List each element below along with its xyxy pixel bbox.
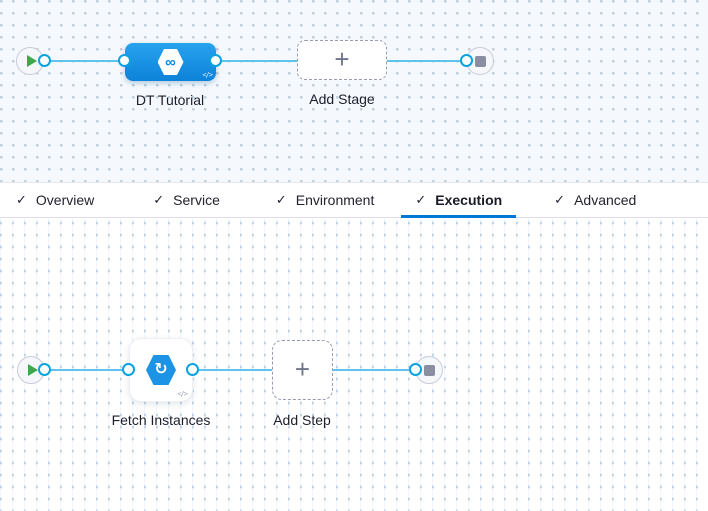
start-port xyxy=(38,363,51,376)
stage-config-tabbar: ✓ Overview ✓ Service ✓ Environment ✓ Exe… xyxy=(0,182,708,218)
step-node-fetch-instances[interactable]: ↻ </> xyxy=(129,338,193,402)
edge-add-to-end xyxy=(333,369,416,371)
add-stage-button[interactable]: + xyxy=(297,40,387,80)
active-tab-indicator xyxy=(401,215,517,218)
play-icon xyxy=(26,55,37,67)
tab-label: Service xyxy=(173,192,220,208)
edge-start-to-step xyxy=(45,369,129,371)
tab-overview[interactable]: ✓ Overview xyxy=(2,183,108,217)
tab-service[interactable]: ✓ Service xyxy=(139,183,234,217)
tab-advanced[interactable]: ✓ Advanced xyxy=(540,183,650,217)
deployment-stage-icon: ∞ xyxy=(157,49,184,75)
stage-in-port[interactable] xyxy=(118,54,131,67)
edge-step-to-add xyxy=(193,369,272,371)
stage-name-label[interactable]: DT Tutorial xyxy=(135,92,205,108)
stage-out-port[interactable] xyxy=(209,54,222,67)
code-view-icon[interactable]: </> xyxy=(177,390,188,398)
stop-icon xyxy=(423,364,435,376)
tab-execution[interactable]: ✓ Execution xyxy=(401,183,517,218)
edge-start-to-stage xyxy=(45,60,127,62)
end-port xyxy=(409,363,422,376)
fetch-instances-step-icon: ↻ xyxy=(146,355,176,385)
add-step-label: Add Step xyxy=(273,412,331,428)
add-step-button[interactable]: + xyxy=(272,340,333,400)
tab-label: Advanced xyxy=(574,192,637,208)
edge-add-to-end xyxy=(387,60,467,62)
edge-stage-to-add xyxy=(216,60,297,62)
plus-icon: + xyxy=(334,44,350,74)
stage-node-dt-tutorial[interactable]: ∞ </> xyxy=(125,43,216,81)
tab-environment[interactable]: ✓ Environment xyxy=(262,183,389,217)
step-out-port[interactable] xyxy=(186,363,199,376)
code-view-icon[interactable]: </> xyxy=(202,71,213,79)
check-icon: ✓ xyxy=(554,192,566,207)
end-port xyxy=(460,54,473,67)
stage-graph-canvas[interactable]: ∞ </> + DT Tutorial Add Stage xyxy=(0,0,708,182)
start-port xyxy=(38,54,51,67)
check-icon: ✓ xyxy=(153,192,165,207)
check-icon: ✓ xyxy=(16,192,27,207)
tab-label: Execution xyxy=(435,192,503,208)
tab-label: Environment xyxy=(295,192,375,208)
stop-icon xyxy=(474,55,486,67)
plus-icon: + xyxy=(294,354,311,384)
check-icon: ✓ xyxy=(415,192,427,207)
step-name-label[interactable]: Fetch Instances xyxy=(111,412,211,428)
add-stage-label: Add Stage xyxy=(309,91,375,107)
tab-label: Overview xyxy=(35,192,95,208)
step-in-port[interactable] xyxy=(122,363,135,376)
check-icon: ✓ xyxy=(275,192,287,207)
execution-graph-canvas[interactable]: ↻ </> + Fetch Instances Add Step xyxy=(0,218,708,511)
play-icon xyxy=(27,364,38,376)
